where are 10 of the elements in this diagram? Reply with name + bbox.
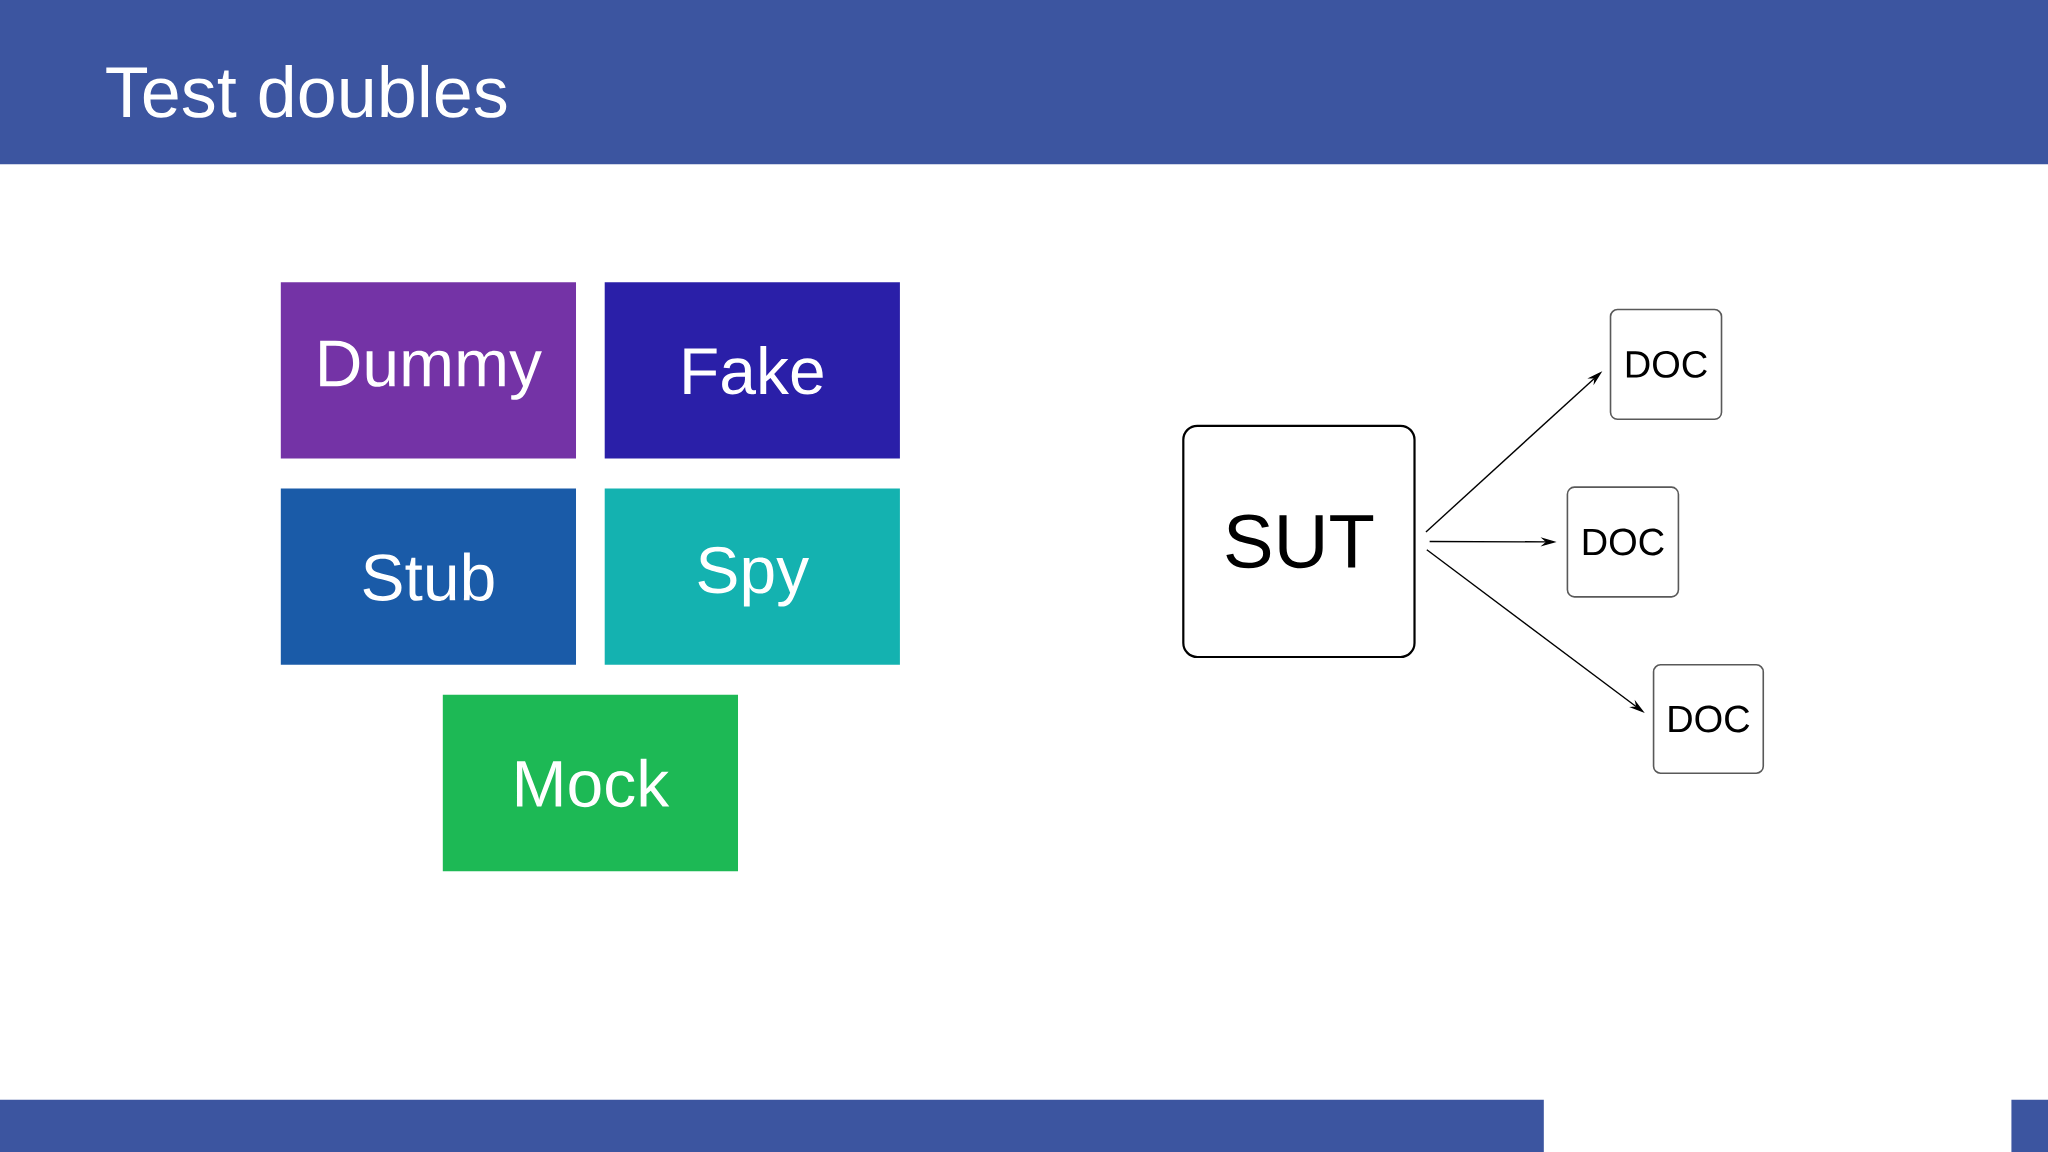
test-double-tile: Fake <box>604 282 900 459</box>
test-double-tile: Stub <box>280 488 576 665</box>
test-double-tile: Spy <box>604 488 900 665</box>
component-box: DOC <box>1609 308 1723 421</box>
component-box: DOC <box>1566 486 1680 598</box>
component-box: SUT <box>1182 424 1416 659</box>
component-box: DOC <box>1652 664 1765 774</box>
test-double-tile: Dummy <box>280 282 576 459</box>
test-double-tile: Mock <box>442 694 738 872</box>
slide-title: Test doubles <box>106 64 507 118</box>
